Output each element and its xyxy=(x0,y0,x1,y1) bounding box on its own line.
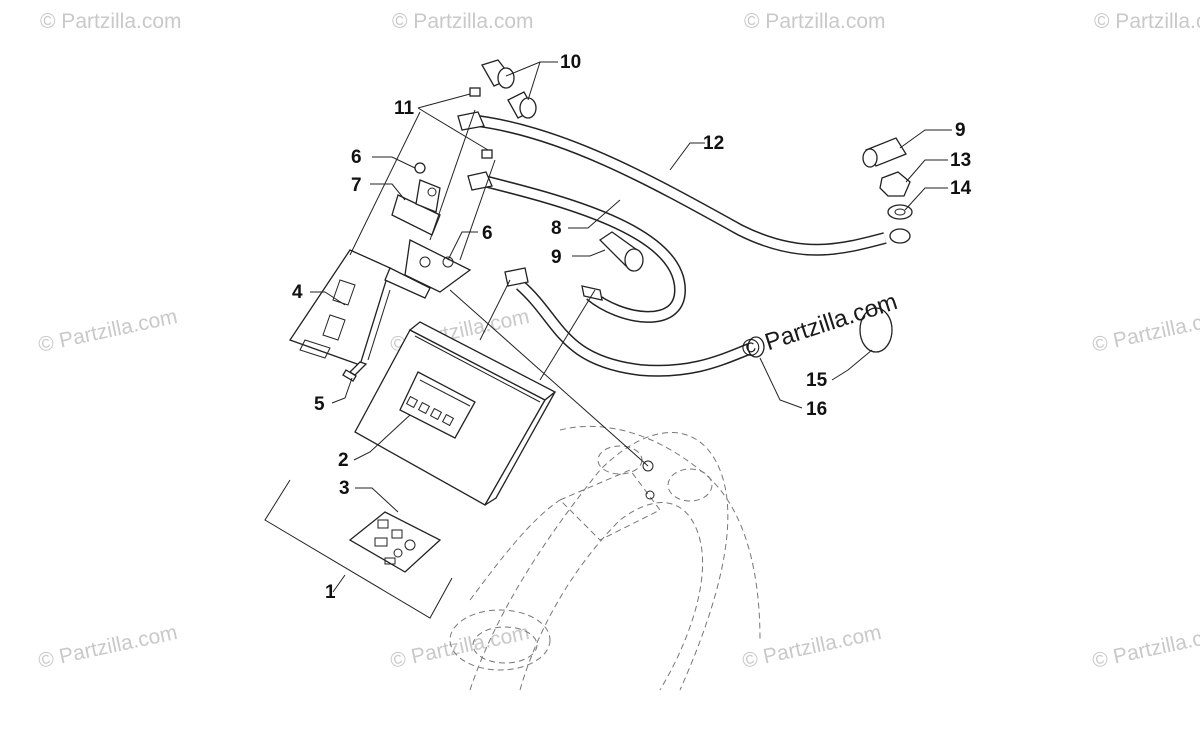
cable-clamp xyxy=(859,307,893,353)
callout-7: 7 xyxy=(351,175,362,196)
callout-13: 13 xyxy=(950,150,971,171)
battery-bracket xyxy=(288,249,431,366)
callout-1: 1 xyxy=(325,582,336,603)
watermark-text: © Partzilla.com xyxy=(40,10,182,33)
callout-16: 16 xyxy=(806,399,827,420)
starter-relay xyxy=(391,87,493,236)
callout-4: 4 xyxy=(292,282,303,303)
callout-12: 12 xyxy=(703,133,724,154)
watermark-text: © Partzilla.com xyxy=(1090,305,1200,357)
terminal-caps xyxy=(481,59,907,272)
callout-8: 8 xyxy=(551,218,562,239)
callout-labels: 10 11 12 9 13 14 6 7 6 8 9 4 5 2 3 1 15 … xyxy=(292,52,972,603)
nut-and-washer xyxy=(879,171,913,220)
frame-outline xyxy=(449,425,761,691)
terminal-kit xyxy=(348,511,442,573)
callout-9: 9 xyxy=(551,247,562,268)
leader-lines xyxy=(310,61,952,593)
callout-6: 6 xyxy=(482,223,493,244)
callout-2: 2 xyxy=(338,450,349,471)
callout-9: 9 xyxy=(955,120,966,141)
group-bracket xyxy=(264,479,453,619)
hold-down-plate xyxy=(404,239,472,293)
callout-5: 5 xyxy=(314,394,325,415)
watermark-text: © Partzilla.com xyxy=(1090,621,1200,673)
watermark-text: © Partzilla.com xyxy=(392,10,534,33)
watermark-layer: © Partzilla.com © Partzilla.com © Partzi… xyxy=(36,10,1200,673)
callout-14: 14 xyxy=(950,178,972,199)
callout-6: 6 xyxy=(351,147,362,168)
watermark-text: © Partzilla.com xyxy=(388,621,531,673)
watermark-text: © Partzilla.com xyxy=(36,305,179,357)
watermark-text: © Partzilla.com xyxy=(1094,10,1200,33)
watermark-text: © Partzilla.com xyxy=(36,621,179,673)
bracket-screw xyxy=(342,361,368,382)
battery xyxy=(354,321,557,506)
watermark-text: © Partzilla.com xyxy=(740,621,883,673)
callout-11: 11 xyxy=(394,98,415,119)
callout-3: 3 xyxy=(339,478,350,499)
callout-10: 10 xyxy=(560,52,581,73)
battery-label xyxy=(399,371,476,439)
watermark-text: © Partzilla.com xyxy=(744,10,886,33)
callout-15: 15 xyxy=(806,370,828,391)
